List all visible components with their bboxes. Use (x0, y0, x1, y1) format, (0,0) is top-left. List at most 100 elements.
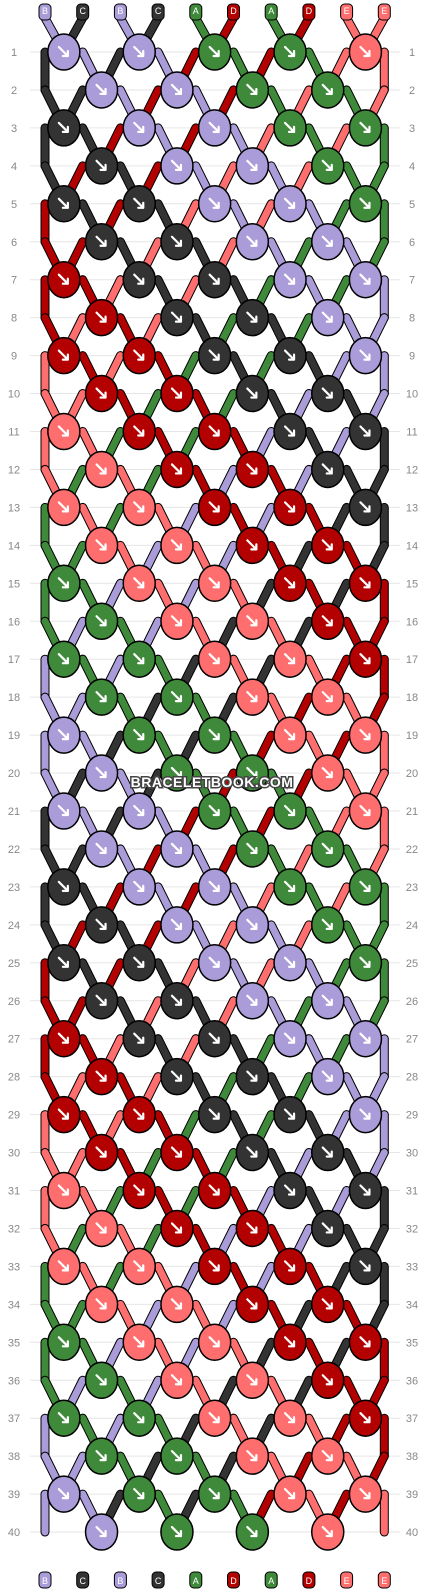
knot (348, 944, 383, 982)
knot-arrow-icon (95, 1146, 107, 1158)
knot-arrow-icon (246, 235, 258, 247)
strand-label-top: B (42, 6, 48, 16)
knot (235, 602, 270, 640)
knot (311, 450, 345, 489)
knot (273, 1247, 307, 1286)
knot (235, 223, 270, 261)
knot-arrow-icon (133, 1488, 145, 1500)
knot (348, 488, 383, 527)
knot (122, 1247, 156, 1286)
knot (235, 830, 270, 868)
knot-arrow-icon (133, 653, 145, 665)
knot-arrow-icon (246, 1525, 258, 1538)
strand-label-top: A (268, 6, 274, 16)
row-number-right: 4 (409, 161, 415, 173)
row-number-left: 37 (8, 1413, 20, 1425)
strand-tab-top (377, 3, 391, 21)
row-number-right: 23 (406, 882, 418, 894)
strand-tab-bottom (38, 1571, 52, 1589)
knot-arrow-icon (246, 691, 258, 703)
strand-tab-top (151, 3, 165, 21)
knot (311, 906, 345, 944)
row-number-left: 39 (8, 1489, 20, 1501)
knot-arrow-icon (208, 880, 220, 892)
row-number-left: 34 (8, 1299, 20, 1311)
knot-arrow-icon (95, 159, 107, 171)
strand-tab-bottom (377, 1571, 391, 1589)
knot (311, 374, 345, 413)
knot-arrow-icon (95, 235, 107, 247)
row-number-left: 29 (8, 1110, 20, 1122)
knot (160, 526, 194, 565)
row-number-left: 23 (8, 882, 20, 894)
knot-arrow-icon (246, 1374, 258, 1386)
knot-arrow-icon (283, 956, 296, 968)
strand-label-bottom: A (193, 1576, 199, 1586)
knot (311, 1209, 345, 1248)
row-number-left: 7 (11, 275, 17, 287)
knot-arrow-icon (170, 766, 183, 779)
knot-arrow-icon (359, 1412, 371, 1424)
knot (311, 147, 345, 185)
knot (311, 1057, 345, 1096)
knot-arrow-icon (95, 387, 107, 399)
knot (197, 716, 232, 754)
knot-arrow-icon (208, 197, 220, 209)
knot-arrow-icon (95, 1298, 107, 1310)
knot (197, 260, 232, 299)
row-number-left: 40 (8, 1527, 20, 1539)
knot (348, 1019, 383, 1058)
knot (311, 223, 345, 261)
knot-arrow-icon (208, 273, 220, 285)
knot-arrow-icon (170, 1146, 183, 1158)
knot-arrow-icon (359, 804, 371, 817)
knot-arrow-icon (133, 1184, 145, 1196)
knot-arrow-icon (246, 539, 258, 551)
row-number-left: 8 (11, 313, 17, 325)
knot-arrow-icon (57, 1488, 69, 1500)
row-number-left: 19 (8, 730, 20, 742)
knot-arrow-icon (321, 918, 333, 930)
knot (84, 298, 119, 337)
knot-arrow-icon (321, 83, 333, 96)
knot (348, 868, 383, 906)
knot-arrow-icon (57, 1260, 69, 1272)
knot (311, 1133, 345, 1172)
strand-tab-bottom (302, 1571, 316, 1589)
knot (311, 602, 345, 640)
row-number-left: 1 (11, 47, 17, 59)
row-number-right: 34 (406, 1299, 418, 1311)
row-number-right: 9 (409, 351, 415, 363)
knot-arrow-icon (321, 463, 333, 475)
knot (273, 336, 307, 375)
row-number-left: 14 (8, 540, 20, 552)
knot-arrow-icon (283, 653, 296, 665)
knot (47, 1399, 81, 1437)
knot-arrow-icon (133, 273, 145, 285)
knot (160, 678, 194, 716)
knot-arrow-icon (359, 1108, 371, 1120)
knot (84, 1513, 119, 1551)
knot-arrow-icon (359, 1032, 371, 1044)
knot-arrow-icon (321, 615, 333, 627)
knot (160, 1133, 194, 1172)
strand-label-bottom: D (306, 1576, 313, 1586)
knot (47, 1095, 81, 1134)
knot-arrow-icon (208, 1184, 220, 1196)
knot (348, 640, 383, 678)
knot (84, 830, 119, 868)
knot (197, 792, 232, 830)
knot (84, 1057, 119, 1096)
knot-arrow-icon (359, 501, 371, 513)
knot (348, 33, 383, 71)
knot-arrow-icon (170, 311, 183, 323)
knot-arrow-icon (359, 1184, 371, 1196)
knot-arrow-icon (208, 1488, 220, 1500)
knot-arrow-icon (321, 1450, 333, 1462)
knot-arrow-icon (208, 577, 220, 589)
knot (311, 1361, 345, 1399)
knot-arrow-icon (170, 83, 183, 96)
knot (122, 488, 156, 527)
knot (47, 109, 81, 147)
knot-arrow-icon (170, 691, 183, 703)
